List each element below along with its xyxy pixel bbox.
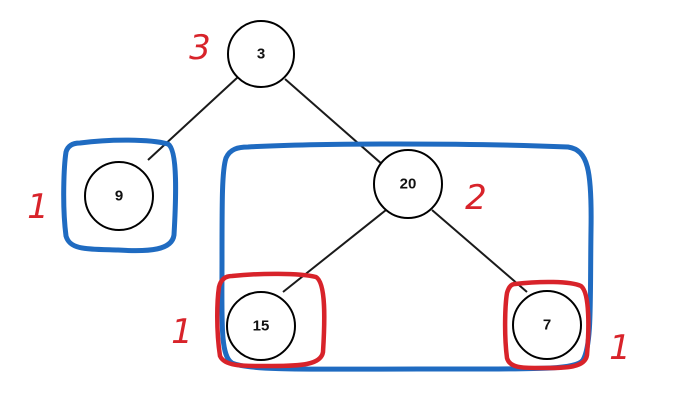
edge-root-right bbox=[284, 78, 384, 166]
height-annotation-root: 3 bbox=[189, 28, 211, 68]
height-annotation-right-right: 1 bbox=[609, 328, 631, 368]
edge-root-left bbox=[147, 76, 239, 161]
node-left-value: 9 bbox=[115, 188, 123, 205]
right-subtree-highlight bbox=[219, 141, 594, 372]
height-annotation-left: 1 bbox=[27, 187, 49, 227]
right-right-highlight bbox=[502, 279, 591, 371]
edge-right-rightright bbox=[431, 209, 528, 293]
tree-node-left: 9 bbox=[84, 161, 154, 231]
tree-node-right-left: 15 bbox=[226, 291, 296, 361]
tree-node-right-right: 7 bbox=[512, 290, 582, 360]
edge-right-rightleft bbox=[282, 209, 387, 293]
node-right-right-value: 7 bbox=[543, 317, 551, 334]
tree-node-root: 3 bbox=[227, 20, 295, 88]
node-right-left-value: 15 bbox=[253, 318, 270, 335]
tree-node-right: 20 bbox=[373, 149, 443, 219]
node-right-value: 20 bbox=[400, 176, 417, 193]
right-left-highlight bbox=[215, 271, 327, 369]
node-root-value: 3 bbox=[257, 46, 265, 63]
height-annotation-right-left: 1 bbox=[171, 312, 193, 352]
height-annotation-right: 2 bbox=[465, 178, 487, 218]
left-subtree-highlight bbox=[61, 137, 179, 254]
